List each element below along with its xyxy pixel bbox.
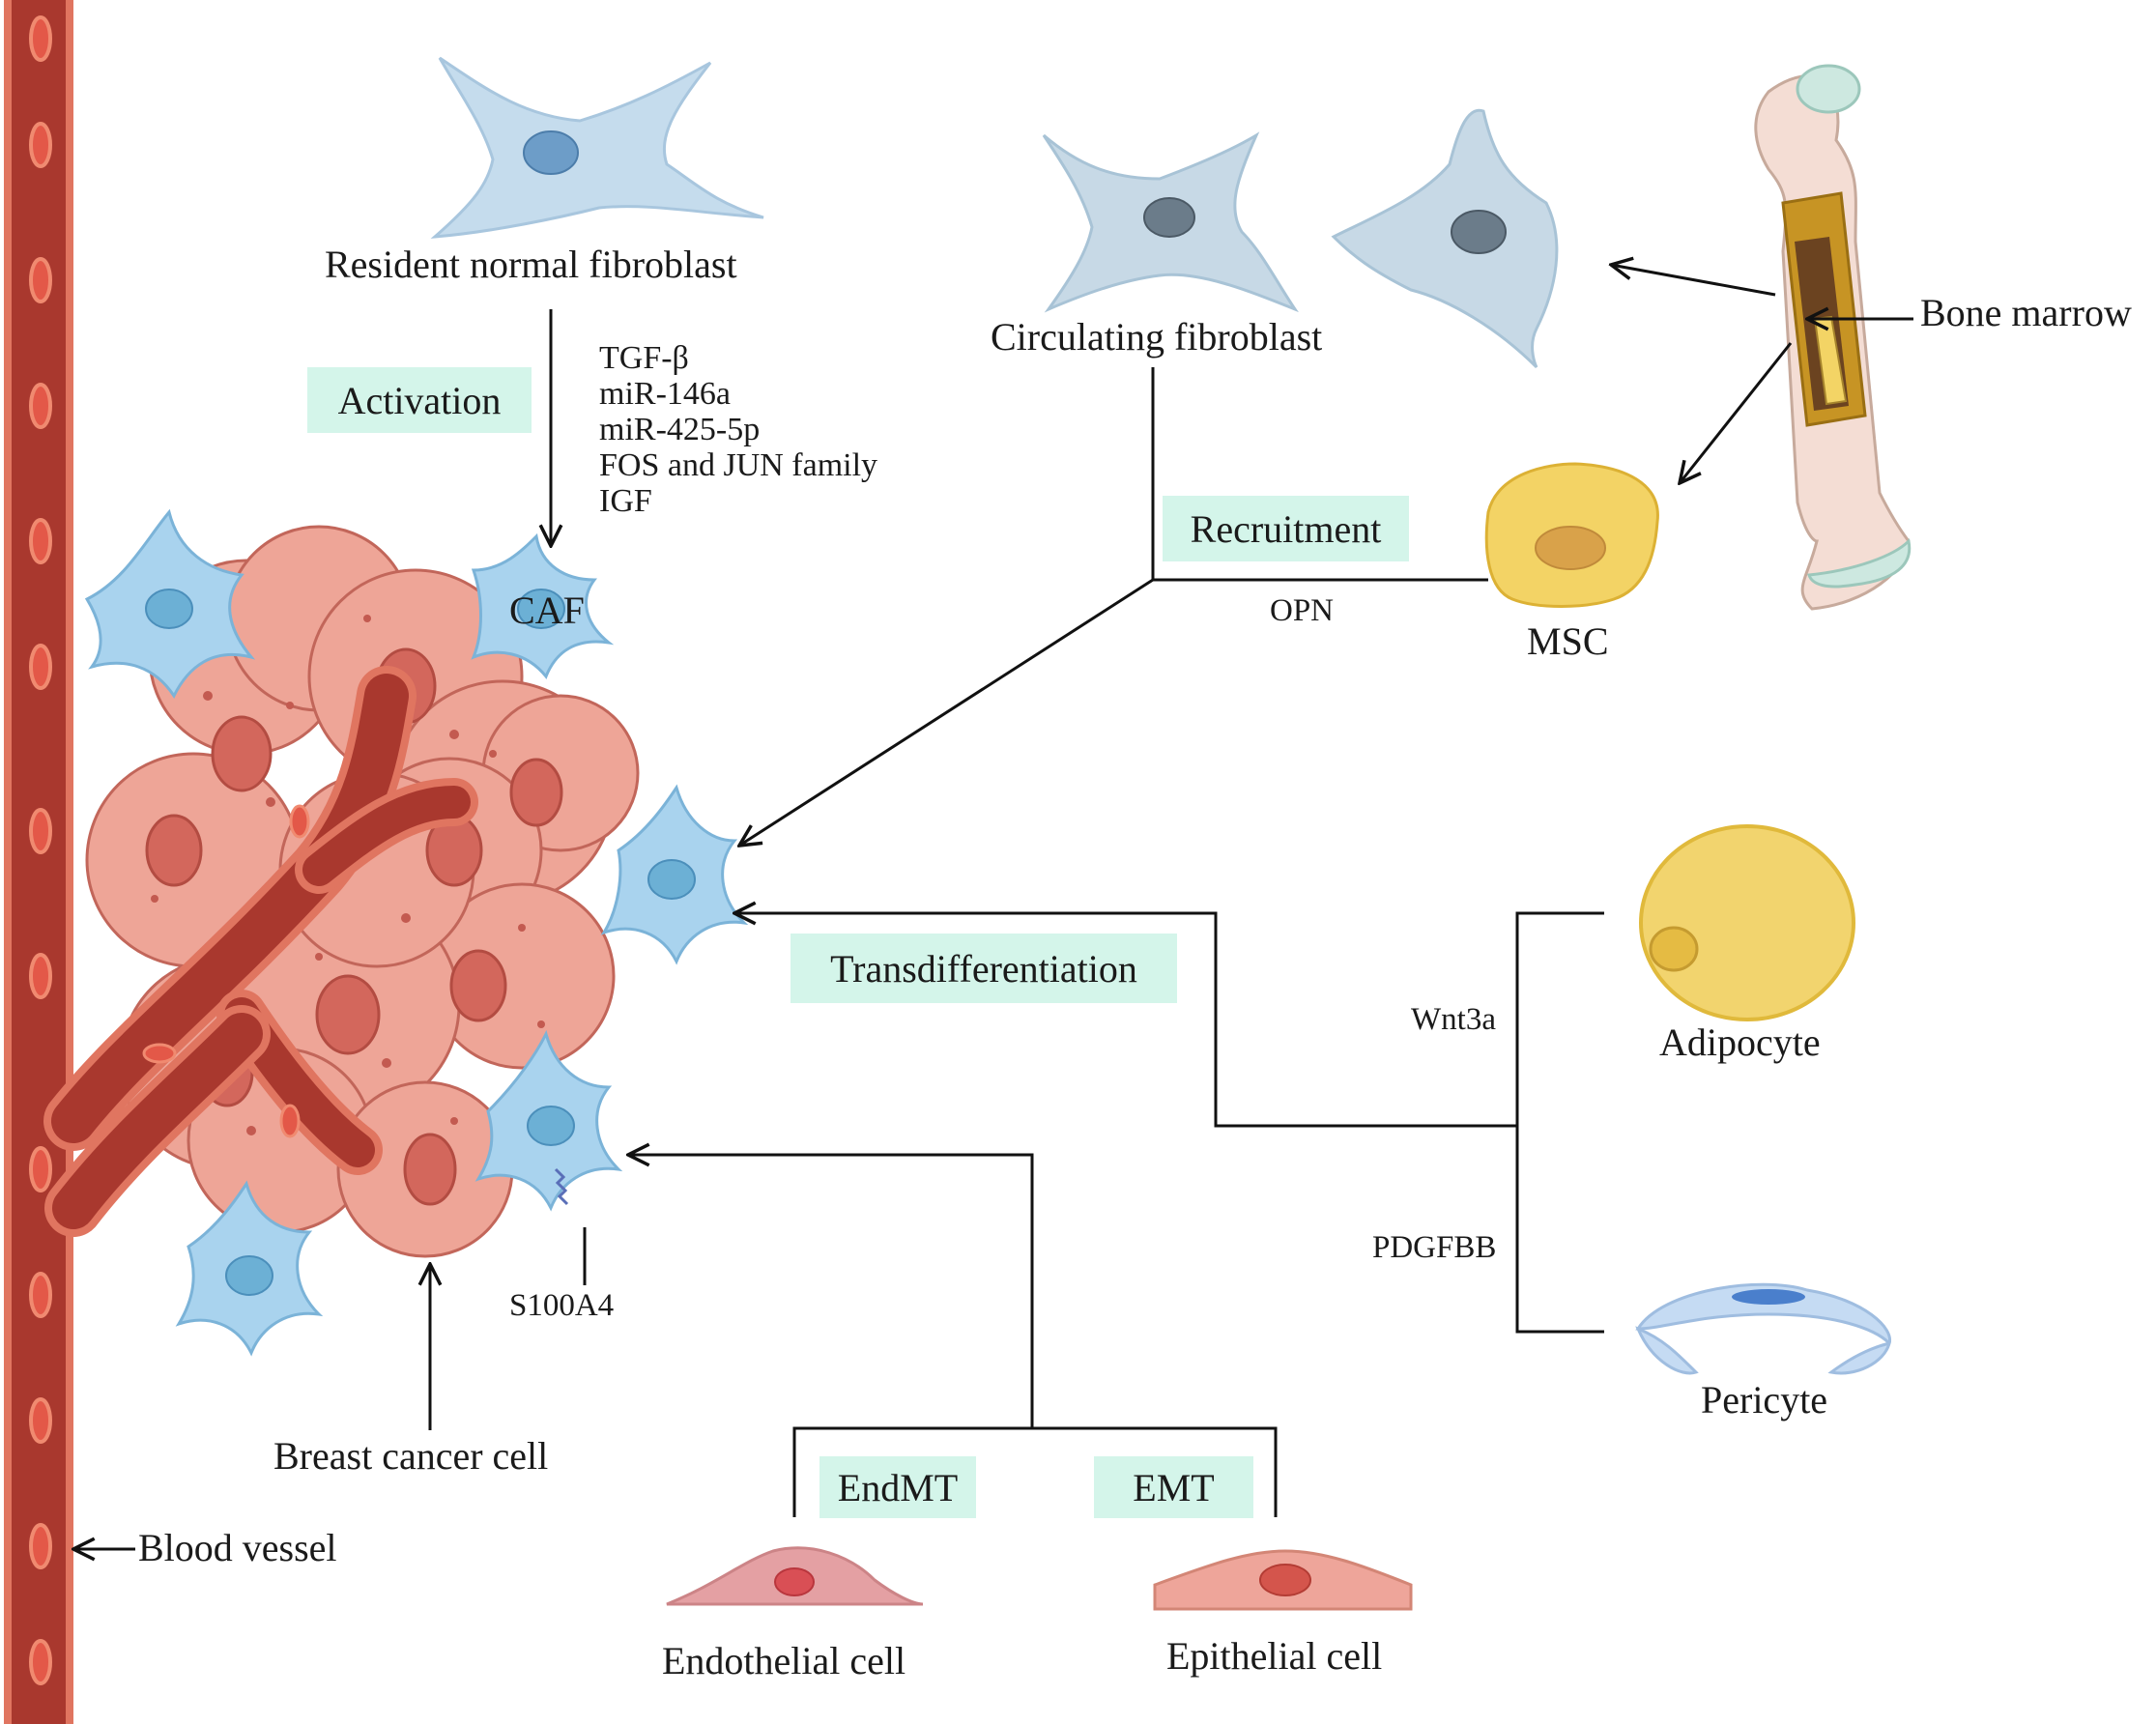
pericyte-cell (1635, 1282, 1892, 1375)
factor-item: miR-146a (599, 376, 731, 412)
activation-process-box: Activation (307, 367, 532, 433)
pericyte-label: Pericyte (1701, 1378, 1828, 1422)
endothelial-cell-label: Endothelial cell (662, 1639, 906, 1682)
endmt-process-box: EndMT (819, 1456, 976, 1518)
resident-fibroblast-label: Resident normal fibroblast (325, 243, 737, 286)
msc-label: MSC (1527, 619, 1609, 663)
bone-marrow-femur (1754, 64, 1912, 611)
breast-cancer-cell-cluster (43, 525, 640, 1258)
blood-vessel-label: Blood vessel (138, 1526, 337, 1569)
caf-label: CAF (509, 589, 585, 632)
blood-vessel (4, 0, 73, 1724)
emt-process-box: EMT (1094, 1456, 1253, 1518)
epithelial-cell-shape (1153, 1549, 1413, 1611)
factor-item: miR-425-5p (599, 412, 761, 447)
resident-fibroblast-cell (430, 56, 764, 239)
transdifferentiation-process-box: Transdifferentiation (791, 934, 1177, 1003)
adipocyte-label: Adipocyte (1659, 1020, 1821, 1064)
s100a4-label: S100A4 (509, 1288, 615, 1323)
circulating-fibroblast-cells (1042, 108, 1559, 369)
opn-label: OPN (1270, 593, 1335, 628)
factor-item: TGF-β (599, 340, 689, 376)
msc-cell (1484, 462, 1659, 608)
s100a4-receptor (554, 1167, 569, 1206)
connectors (73, 265, 1913, 1549)
pdgfbb-label: PDGFBB (1372, 1230, 1497, 1265)
bone-marrow-label: Bone marrow (1920, 291, 2132, 334)
factor-item: IGF (599, 483, 652, 519)
activation-factors-list: TGF-β miR-146a miR-425-5p FOS and JUN fa… (599, 340, 877, 519)
adipocyte-cell (1639, 824, 1855, 1021)
breast-cancer-cell-label: Breast cancer cell (273, 1434, 549, 1478)
recruitment-process-box: Recruitment (1163, 496, 1409, 561)
circulating-fibroblast-label: Circulating fibroblast (991, 315, 1323, 359)
epithelial-cell-label: Epithelial cell (1166, 1634, 1383, 1678)
endothelial-cell-shape (666, 1546, 924, 1606)
factor-item: FOS and JUN family (599, 447, 878, 483)
wnt3a-label: Wnt3a (1411, 1002, 1496, 1037)
